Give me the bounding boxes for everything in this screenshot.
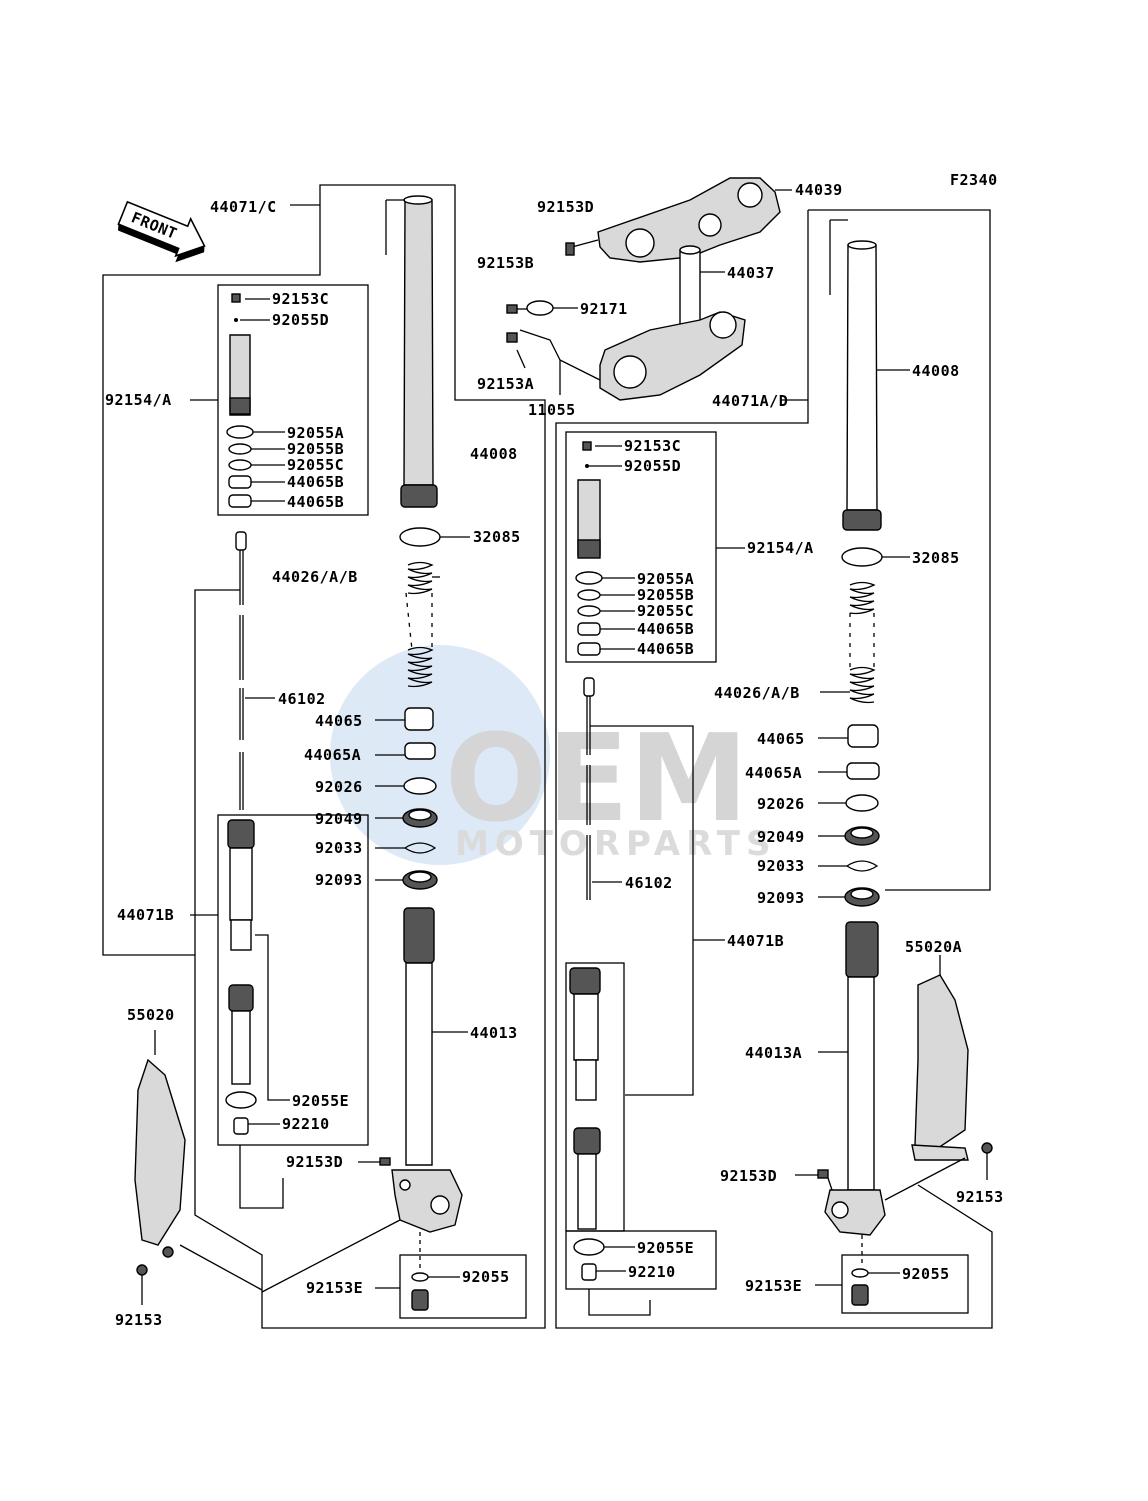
left-fork-assembly <box>102 184 546 1329</box>
label-44013: 44013 <box>470 1024 518 1042</box>
label-44071ad: 44071A/D <box>712 392 788 410</box>
label-92154a-right: 92154/A <box>747 539 814 557</box>
label-44026-left: 44026/A/B <box>272 568 358 586</box>
label-44008-left: 44008 <box>470 445 518 463</box>
label-92153b: 92153B <box>477 254 534 272</box>
label-44065b-left-2: 44065B <box>287 493 344 511</box>
label-92153-right: 92153 <box>956 1188 1004 1206</box>
label-92049-right: 92049 <box>757 828 805 846</box>
label-92210-right: 92210 <box>628 1263 676 1281</box>
label-46102-left: 46102 <box>278 690 326 708</box>
label-92049-left: 92049 <box>315 810 363 828</box>
label-92055c-right: 92055C <box>637 602 694 620</box>
label-92153d-right: 92153D <box>720 1167 777 1185</box>
label-92055b-left: 92055B <box>287 440 344 458</box>
label-44065b-right-1: 44065B <box>637 620 694 638</box>
label-92153e-left: 92153E <box>306 1279 363 1297</box>
diagram-code: F2340 <box>950 171 998 189</box>
label-44065b-left-1: 44065B <box>287 473 344 491</box>
label-92153d-left: 92153D <box>286 1153 343 1171</box>
label-92153d-top: 92153D <box>537 198 594 216</box>
label-44026-right: 44026/A/B <box>714 684 800 702</box>
spring-right <box>849 581 876 704</box>
label-44071c: 44071/C <box>210 198 277 216</box>
label-44037: 44037 <box>727 264 775 282</box>
watermark-brand: OEM <box>445 710 748 849</box>
label-92033-right: 92033 <box>757 857 805 875</box>
label-92210-left: 92210 <box>282 1115 330 1133</box>
label-44071b-right: 44071B <box>727 932 784 950</box>
label-44013a: 44013A <box>745 1044 802 1062</box>
label-92055a-right: 92055A <box>637 570 694 588</box>
label-92055d-left: 92055D <box>272 311 329 329</box>
label-44065-right: 44065 <box>757 730 805 748</box>
label-44065-left: 44065 <box>315 712 363 730</box>
label-92055-left: 92055 <box>462 1268 510 1286</box>
front-arrow-icon: FRONT <box>117 200 206 263</box>
triple-clamp-assembly <box>506 177 993 1329</box>
watermark-globe-icon <box>330 645 550 865</box>
watermark: OEM MOTORPARTS <box>330 645 776 865</box>
label-46102-right: 46102 <box>625 874 673 892</box>
label-44065a-left: 44065A <box>304 746 361 764</box>
label-55020: 55020 <box>127 1006 175 1024</box>
label-92153e-right: 92153E <box>745 1277 802 1295</box>
spring-left <box>405 561 434 688</box>
label-92154a-left: 92154/A <box>105 391 172 409</box>
label-92055c-left: 92055C <box>287 456 344 474</box>
watermark-sub: MOTORPARTS <box>455 824 776 864</box>
label-32085-left: 32085 <box>473 528 521 546</box>
label-44008-right: 44008 <box>912 362 960 380</box>
label-32085-right: 32085 <box>912 549 960 567</box>
label-92093-left: 92093 <box>315 871 363 889</box>
label-92055d-right: 92055D <box>624 457 681 475</box>
label-92055a-left: 92055A <box>287 424 344 442</box>
label-44071b-left: 44071B <box>117 906 174 924</box>
label-92026-right: 92026 <box>757 795 805 813</box>
right-fork-assembly <box>565 219 993 1316</box>
label-44065b-right-2: 44065B <box>637 640 694 658</box>
label-92153a: 92153A <box>477 375 534 393</box>
label-92055b-right: 92055B <box>637 586 694 604</box>
label-92153-left: 92153 <box>115 1311 163 1329</box>
label-44039: 44039 <box>795 181 843 199</box>
part-labels: 44071/C 92153C 92055D 92154/A 92055A 920… <box>105 181 1004 1329</box>
label-92033-left: 92033 <box>315 839 363 857</box>
label-92093-right: 92093 <box>757 889 805 907</box>
label-92026-left: 92026 <box>315 778 363 796</box>
label-92055e-right: 92055E <box>637 1239 694 1257</box>
label-92153c-left: 92153C <box>272 290 329 308</box>
label-92171: 92171 <box>580 300 628 318</box>
label-92055e-left: 92055E <box>292 1092 349 1110</box>
label-11055: 11055 <box>528 401 576 419</box>
label-92055-right: 92055 <box>902 1265 950 1283</box>
label-92153c-right: 92153C <box>624 437 681 455</box>
label-44065a-right: 44065A <box>745 764 802 782</box>
label-55020a: 55020A <box>905 938 962 956</box>
